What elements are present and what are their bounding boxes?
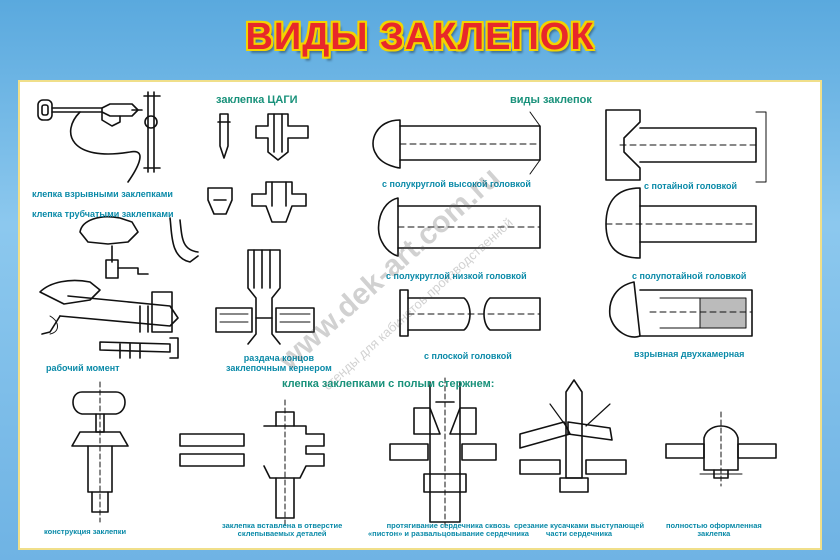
finished-rivet-drawing bbox=[665, 411, 777, 487]
explosive-double-rivet-drawing bbox=[608, 281, 753, 338]
drawings bbox=[37, 91, 777, 531]
content-panel: заклепка ЦАГИ виды заклепок клепка взрыв… bbox=[18, 80, 822, 550]
semi-countersunk-rivet-drawing bbox=[605, 187, 757, 259]
caption-round-low: с полукруглой низкой головкой bbox=[386, 271, 527, 281]
caption-tubular: клепка трубчатыми заклепками bbox=[32, 209, 174, 219]
tsagi-rivets-drawing bbox=[49, 113, 309, 335]
caption-working: рабочий момент bbox=[46, 363, 120, 373]
flaring-punch-drawing bbox=[215, 249, 315, 345]
core-cutting-drawing bbox=[519, 379, 627, 493]
explosive-riveting-tool-drawing bbox=[37, 91, 161, 183]
section-types-label: виды заклепок bbox=[510, 94, 592, 106]
caption-finished: полностью оформленная заклепка bbox=[666, 521, 762, 539]
caption-pulling: протягивание сердечника сквозь «пистон» … bbox=[368, 521, 529, 539]
caption-flat: с плоской головкой bbox=[424, 351, 512, 361]
title-bar: ВИДЫ ЗАКЛЕПОК bbox=[0, 0, 840, 74]
round-high-rivet-drawing bbox=[372, 111, 541, 175]
section-tsagi-label: заклепка ЦАГИ bbox=[216, 94, 298, 106]
caption-semi-countersunk: с полупотайной головкой bbox=[632, 271, 747, 281]
page-title: ВИДЫ ЗАКЛЕПОК bbox=[245, 15, 595, 58]
hand-tool-drawing bbox=[79, 216, 199, 279]
caption-explosive-double: взрывная двухкамерная bbox=[634, 349, 745, 359]
caption-round-high: с полукруглой высокой головкой bbox=[382, 179, 531, 189]
caption-design: конструкция заклепки bbox=[44, 527, 127, 536]
rivet-pliers-drawing bbox=[39, 279, 179, 359]
caption-flaring: раздача концов заклепочным кернером bbox=[226, 353, 332, 373]
caption-cutting: срезание кусачками выступающей части сер… bbox=[514, 521, 645, 539]
caption-countersunk: с потайной головкой bbox=[644, 181, 738, 191]
caption-inserted: заклепка вставлена в отверстие склепывае… bbox=[222, 521, 343, 539]
core-pulling-drawing bbox=[389, 377, 497, 531]
rivet-design-drawing bbox=[71, 381, 129, 523]
round-low-rivet-drawing bbox=[377, 197, 541, 257]
section-hollow-label: клепка заклепками с полым стержнем: bbox=[282, 378, 495, 390]
countersunk-rivet-drawing bbox=[605, 109, 767, 183]
rivet-inserted-drawing bbox=[179, 399, 325, 529]
caption-explosive: клепка взрывными заклепками bbox=[32, 189, 173, 199]
flat-head-rivet-drawing bbox=[399, 289, 541, 337]
